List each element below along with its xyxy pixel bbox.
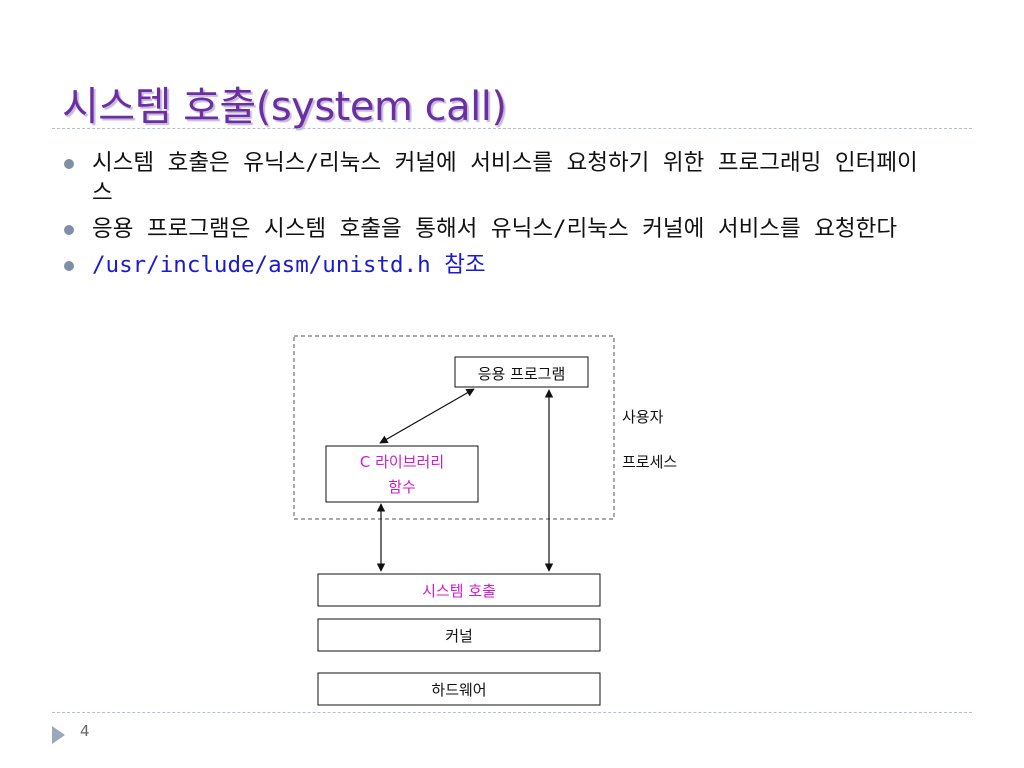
process-label: 프로세스 xyxy=(622,453,678,471)
user-label: 사용자 xyxy=(622,408,664,426)
footer-divider xyxy=(52,712,972,713)
kernel-label: 커널 xyxy=(445,627,473,645)
reference-label: 참조 xyxy=(430,252,486,278)
bullet-dot-icon xyxy=(64,261,74,271)
app-program-label: 응용 프로그램 xyxy=(477,365,566,383)
kernel-box xyxy=(317,618,601,652)
bullet-item: /usr/include/asm/unistd.h 참조 xyxy=(64,250,924,280)
bullet-text: 응용 프로그램은 시스템 호출을 통해서 유닉스/리눅스 커널에 서비스를 요청… xyxy=(92,216,898,242)
system-call-label: 시스템 호출 xyxy=(422,582,496,600)
page-number: 4 xyxy=(80,722,90,740)
c-library-function-label: 함수 xyxy=(388,478,416,496)
app-clib-arrow xyxy=(379,388,475,444)
title-divider xyxy=(52,128,972,129)
system-call-box xyxy=(317,573,601,607)
c-library-box xyxy=(325,445,479,503)
c-library-label: C 라이브러리 xyxy=(359,453,445,471)
bullet-text: 시스템 호출은 유닉스/리눅스 커널에 서비스를 요청하기 위한 프로그래밍 인… xyxy=(92,150,918,206)
bullet-dot-icon xyxy=(64,159,74,169)
slide-title: 시스템 호출(system call) xyxy=(62,84,507,130)
hardware-box xyxy=(317,672,601,706)
unistd-path-link[interactable]: /usr/include/asm/unistd.h xyxy=(92,252,431,278)
app-program-box xyxy=(454,356,589,388)
next-slide-arrow-icon xyxy=(52,726,65,744)
hardware-label: 하드웨어 xyxy=(431,681,487,699)
bullet-item: 응용 프로그램은 시스템 호출을 통해서 유닉스/리눅스 커널에 서비스를 요청… xyxy=(64,214,924,244)
bullet-list: 시스템 호출은 유닉스/리눅스 커널에 서비스를 요청하기 위한 프로그래밍 인… xyxy=(64,148,924,286)
bullet-dot-icon xyxy=(64,225,74,235)
bullet-item: 시스템 호출은 유닉스/리눅스 커널에 서비스를 요청하기 위한 프로그래밍 인… xyxy=(64,148,924,208)
